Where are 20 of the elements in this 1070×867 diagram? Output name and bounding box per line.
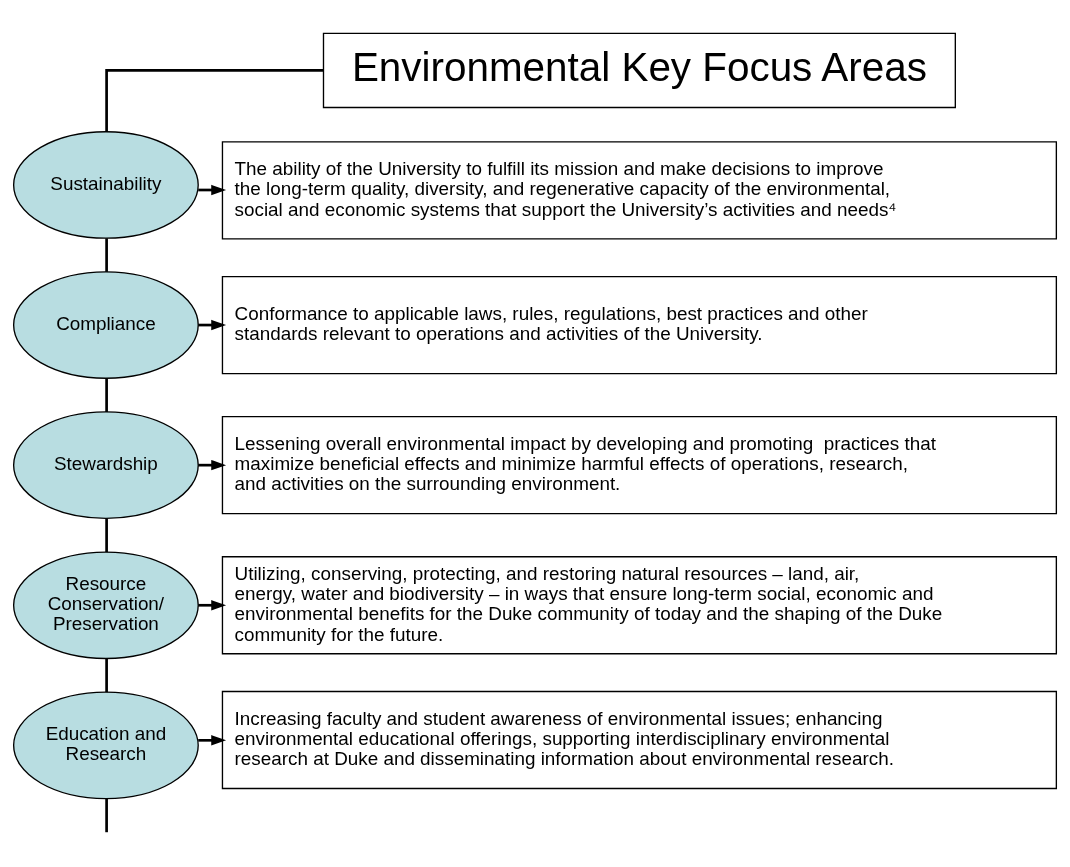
node-ellipse: Stewardship — [12, 411, 199, 520]
node-box: Utilizing, conserving, protecting, and restoring natural resources – land, air, energy, water and biodiversity – in ways that ensure long-term social, economic and environmental benefits for the Duke community of today and the shaping of the Duke community for the future. — [221, 556, 1058, 655]
node-box: The ability of the University to fulfill its mission and make decisions to improve the long-term quality, diversity, and regenerative capacity of the environmental, social and economic systems that support the University’s activities and needs⁴ — [221, 141, 1058, 240]
node-ellipse: Resource Conservation/ Preservation — [12, 551, 199, 660]
node-box: Increasing faculty and student awareness of environmental issues; enhancing environmental educational offerings, supporting interdisciplinary environmental research at Duke and disseminating information about environmental research. — [221, 690, 1058, 790]
node-box: Lessening overall environmental impact by developing and promoting practices that maximize beneficial effects and minimize harmful effects of operations, research, and activities on the surrounding environment. — [221, 416, 1058, 515]
node-ellipse: Education and Research — [12, 691, 199, 800]
connector — [105, 798, 108, 833]
node-ellipse: Sustainability — [12, 131, 199, 239]
node-box: Environmental Key Focus Areas — [322, 32, 956, 109]
connector — [105, 378, 108, 412]
connector — [105, 518, 108, 553]
arrow — [198, 600, 227, 611]
arrow — [198, 735, 227, 746]
connector — [105, 658, 108, 693]
node-ellipse: Compliance — [12, 271, 199, 379]
connector — [105, 238, 108, 272]
arrow — [198, 459, 227, 471]
connector — [105, 69, 324, 132]
node-box: Conformance to applicable laws, rules, regulations, best practices and other standards relevant to operations and activities of the University. — [221, 275, 1058, 375]
